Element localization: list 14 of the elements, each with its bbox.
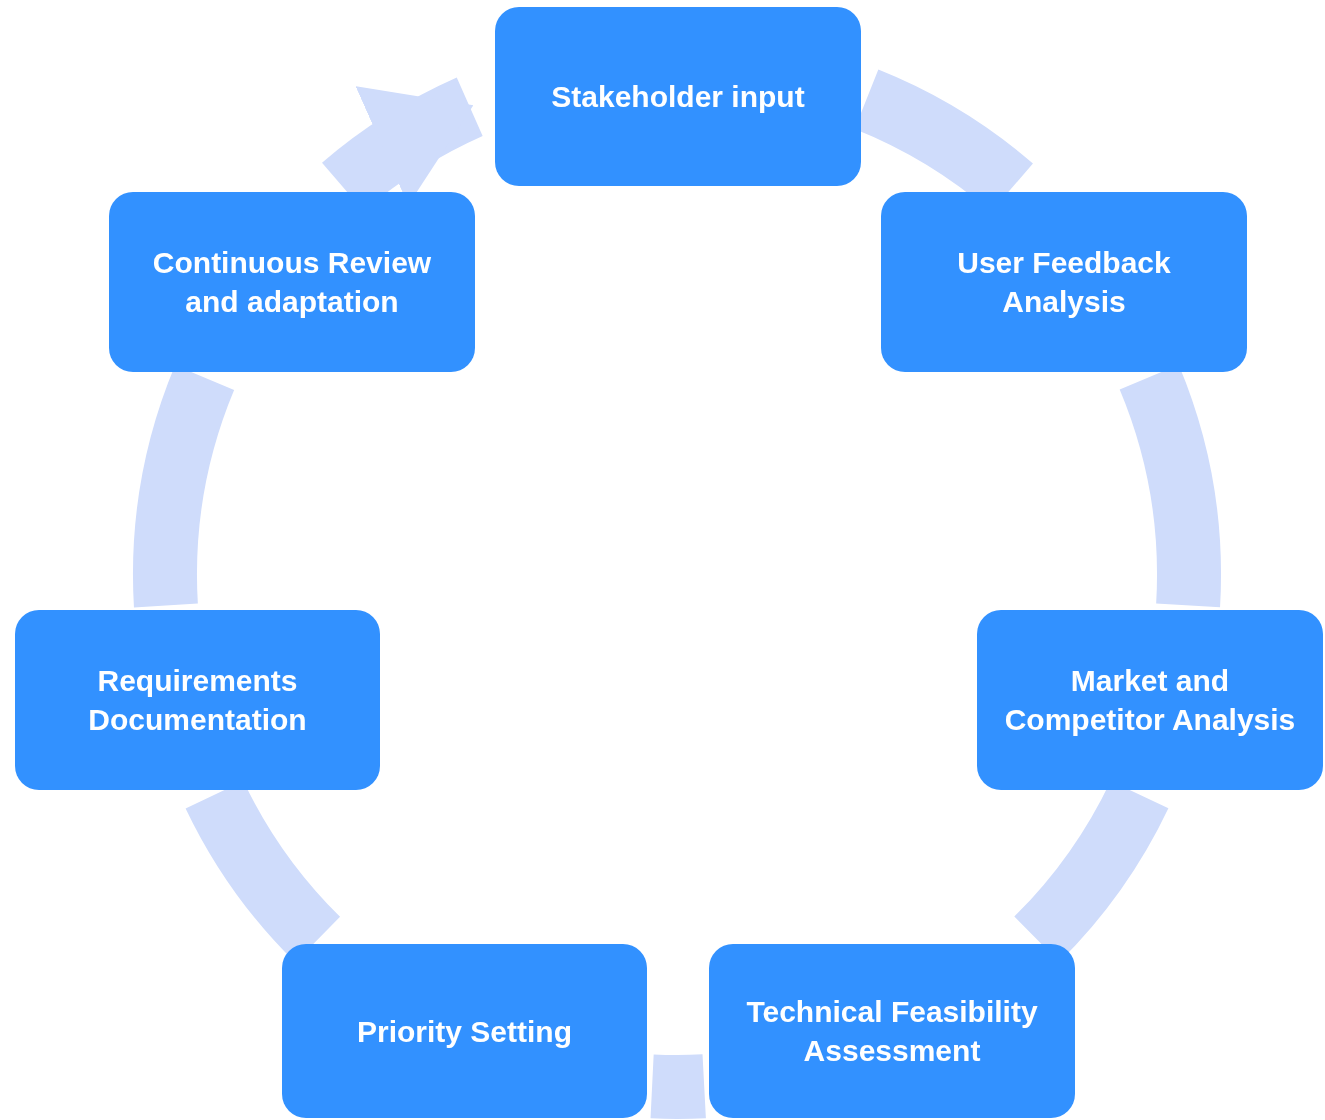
step-label: Technical Feasibility Assessment xyxy=(745,994,1039,1069)
step-label: Requirements Documentation xyxy=(87,663,308,738)
process-box xyxy=(709,944,1075,1118)
process-box xyxy=(881,192,1247,372)
step-label: Priority Setting xyxy=(357,1013,572,1050)
process-box xyxy=(282,944,647,1118)
process-box xyxy=(109,192,475,372)
process-box xyxy=(495,7,861,186)
step-label: Market and Competitor Analysis xyxy=(1003,663,1297,738)
process-box xyxy=(15,610,380,790)
step-label: User Feedback Analysis xyxy=(956,245,1172,320)
process-box xyxy=(977,610,1323,790)
step-label: Stakeholder input xyxy=(551,79,805,115)
step-label: Continuous Review and adaptation xyxy=(151,245,433,320)
